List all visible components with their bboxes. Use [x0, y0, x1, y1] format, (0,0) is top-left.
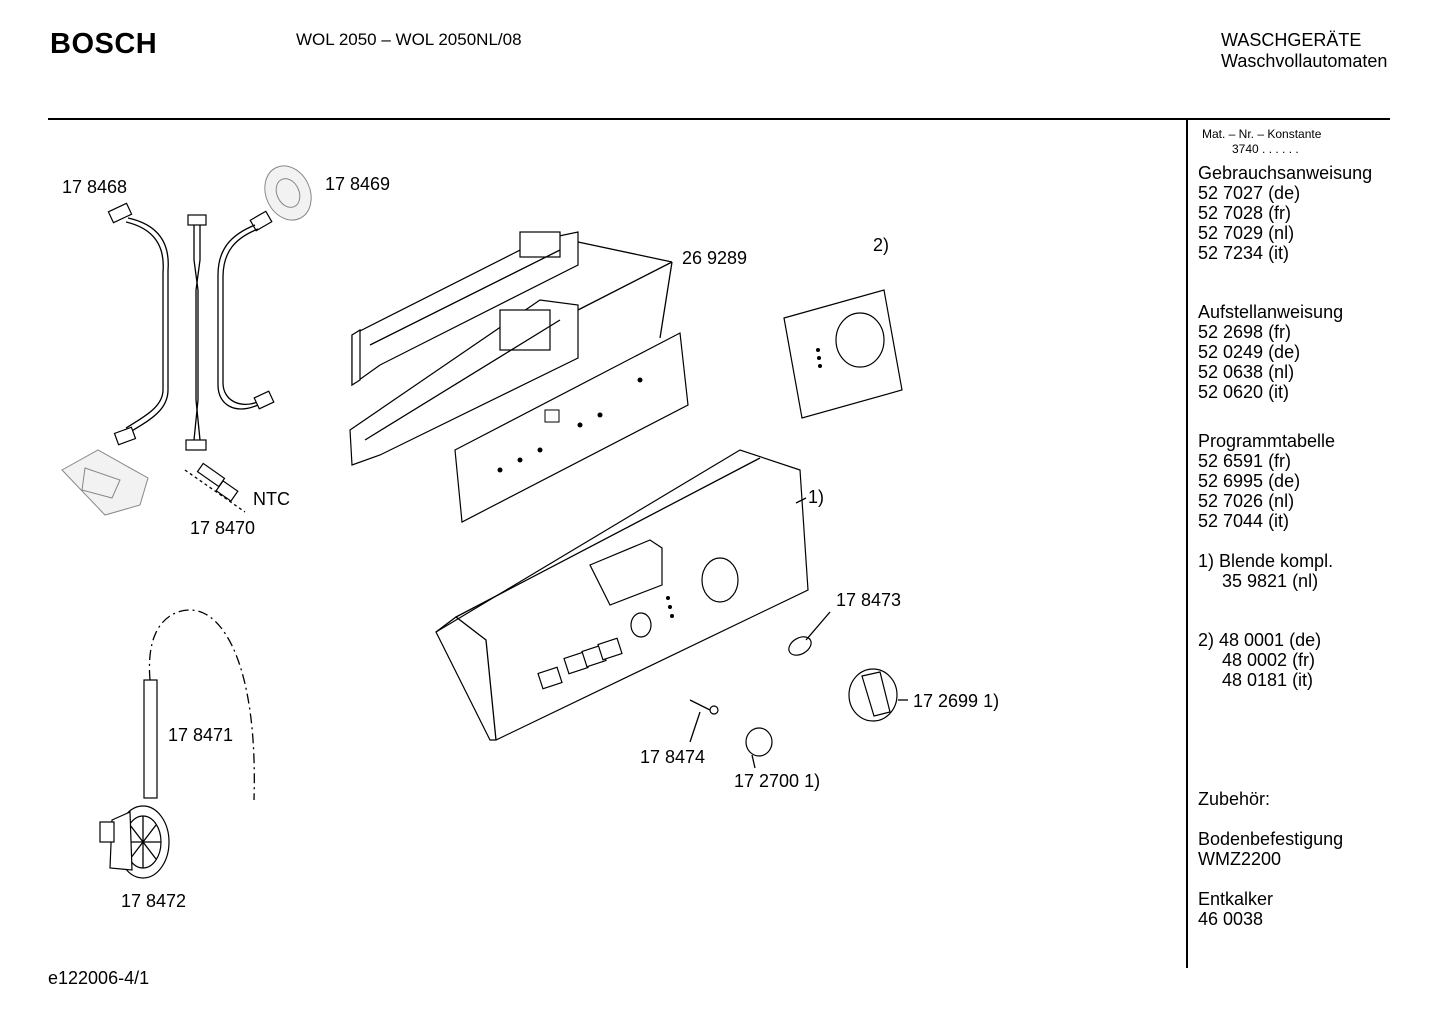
list-item: 52 2698 (fr)	[1198, 322, 1292, 342]
callout-note-2: 2)	[873, 235, 890, 255]
control-module-upper[interactable]	[351, 231, 579, 387]
callout-172699: 17 2699 1)	[913, 691, 1000, 711]
entkalker-value: 46 0038	[1198, 909, 1264, 929]
connector-178469[interactable]	[256, 158, 320, 227]
circuit-board[interactable]	[454, 332, 689, 523]
knob-178473[interactable]	[786, 611, 831, 659]
list-item: 52 0620 (it)	[1198, 382, 1290, 402]
pressure-switch-178472[interactable]	[99, 805, 170, 879]
callout-178470: 17 8470	[190, 518, 256, 538]
hose-178471[interactable]	[143, 609, 255, 801]
leader-269289-b	[577, 261, 673, 311]
list-item: 52 7044 (it)	[1198, 511, 1290, 531]
callout-178472: 17 8472	[121, 891, 187, 911]
programm-title: Programmtabelle	[1198, 431, 1336, 451]
fascia-panel-part-1[interactable]	[435, 449, 809, 741]
mat-header: Mat. – Nr. – Konstante	[1202, 127, 1322, 141]
ntc-sensor[interactable]	[184, 462, 246, 513]
callout-172700: 17 2700 1)	[734, 771, 821, 791]
callout-178473: 17 8473	[836, 590, 902, 610]
header-divider	[48, 118, 1390, 120]
entkalker-title: Entkalker	[1198, 889, 1274, 909]
callout-178468: 17 8468	[62, 177, 128, 197]
leader-269289-a	[577, 241, 673, 263]
panel-cover-part-2[interactable]	[783, 289, 903, 419]
control-module-lower[interactable]	[349, 299, 579, 466]
leader-269289-c	[659, 261, 673, 339]
callout-ntc: NTC	[253, 489, 290, 509]
callout-178469: 17 8469	[325, 174, 391, 194]
aufstell-title: Aufstellanweisung	[1198, 302, 1344, 322]
list-item: 48 0181 (it)	[1222, 670, 1314, 690]
list-item: 48 0002 (fr)	[1222, 650, 1316, 670]
cable-harness-left[interactable]	[107, 202, 169, 446]
gebrauch-title: Gebrauchsanweisung	[1198, 163, 1373, 183]
knob-172699[interactable]	[848, 668, 908, 722]
list-item: 52 0249 (de)	[1198, 342, 1301, 362]
callout-178474: 17 8474	[640, 747, 706, 767]
model-number: WOL 2050 – WOL 2050NL/08	[296, 30, 522, 49]
boden-title: Bodenbefestigung	[1198, 829, 1344, 849]
sidebar-divider	[1186, 120, 1188, 968]
boden-value: WMZ2200	[1198, 849, 1282, 869]
exploded-parts-drawing	[61, 158, 908, 879]
cable-harness-right[interactable]	[217, 210, 275, 410]
note1-value: 35 9821 (nl)	[1222, 571, 1319, 591]
drawing-code: e122006-4/1	[48, 968, 150, 988]
note1-title: 1) Blende kompl.	[1198, 551, 1334, 571]
category-title: WASCHGERÄTE	[1221, 30, 1362, 50]
callout-269289: 26 9289	[682, 248, 748, 268]
list-item: 52 7027 (de)	[1198, 183, 1301, 203]
subcategory-title: Waschvollautomaten	[1221, 51, 1388, 71]
knob-172700[interactable]	[745, 727, 773, 769]
list-item: 52 7029 (nl)	[1198, 223, 1295, 243]
leader-note-1	[795, 497, 807, 504]
list-item: 2) 48 0001 (de)	[1198, 630, 1322, 650]
callout-178471: 17 8471	[168, 725, 234, 745]
pin-178474[interactable]	[689, 699, 719, 743]
list-item: 52 6591 (fr)	[1198, 451, 1292, 471]
callout-note-1: 1)	[808, 487, 825, 507]
brand-logo: BOSCH	[50, 28, 158, 60]
list-item: 52 7028 (fr)	[1198, 203, 1292, 223]
list-item: 52 7026 (nl)	[1198, 491, 1295, 511]
connector-bottom-left[interactable]	[61, 449, 149, 516]
list-item: 52 7234 (it)	[1198, 243, 1290, 263]
cable-harness-center[interactable]	[185, 214, 207, 451]
list-item: 52 0638 (nl)	[1198, 362, 1295, 382]
mat-value: 3740 . . . . . .	[1232, 142, 1299, 156]
list-item: 52 6995 (de)	[1198, 471, 1301, 491]
zubehoer-title: Zubehör:	[1198, 789, 1271, 809]
